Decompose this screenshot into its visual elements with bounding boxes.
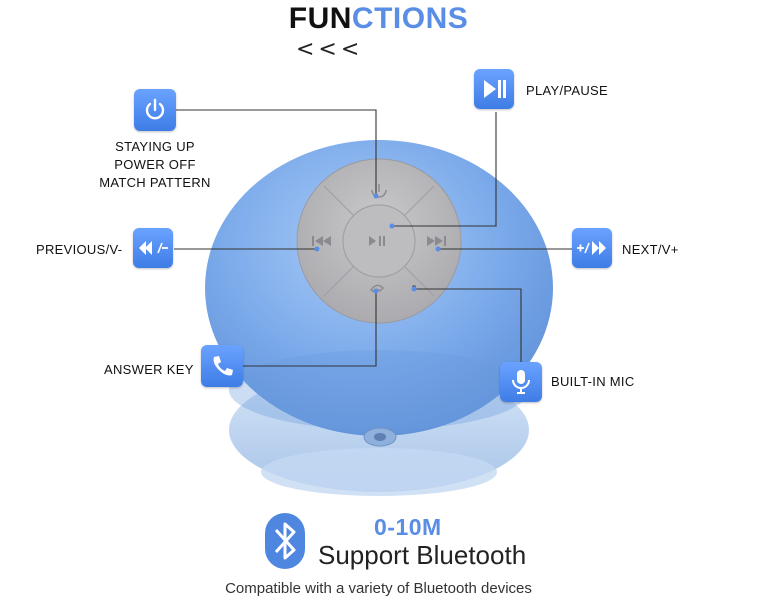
previous-label: PREVIOUS/V-	[36, 242, 123, 257]
play-pause-label: PLAY/PAUSE	[526, 83, 608, 98]
play-pause-icon	[484, 80, 506, 98]
power-icon	[145, 98, 165, 120]
next-label: NEXT/V+	[622, 242, 679, 257]
answer-key-function-button	[201, 345, 243, 387]
play-pause-function-button	[474, 69, 514, 109]
next-function-button	[572, 228, 612, 268]
next-volume-up-icon	[577, 241, 606, 255]
previous-volume-down-icon	[139, 241, 168, 255]
page-title: FUNCTIONS	[288, 2, 469, 35]
bluetooth-compatibility-text: Compatible with a variety of Bluetooth d…	[225, 580, 532, 597]
chevrons-decoration: <<<	[296, 37, 364, 62]
power-function-label: STAYING UP POWER OFF MATCH PATTERN	[99, 139, 211, 190]
previous-function-button	[133, 228, 173, 268]
bluetooth-range: 0-10M	[374, 514, 442, 540]
bluetooth-icon	[265, 513, 305, 569]
power-function-button	[134, 89, 176, 131]
answer-key-label: ANSWER KEY	[104, 362, 194, 377]
built-in-mic-function-button	[500, 362, 542, 402]
bluetooth-support-text: Support Bluetooth	[318, 540, 527, 570]
built-in-mic-label: BUILT-IN MIC	[551, 374, 635, 389]
microphone-icon	[512, 370, 530, 394]
phone-icon	[213, 356, 233, 376]
